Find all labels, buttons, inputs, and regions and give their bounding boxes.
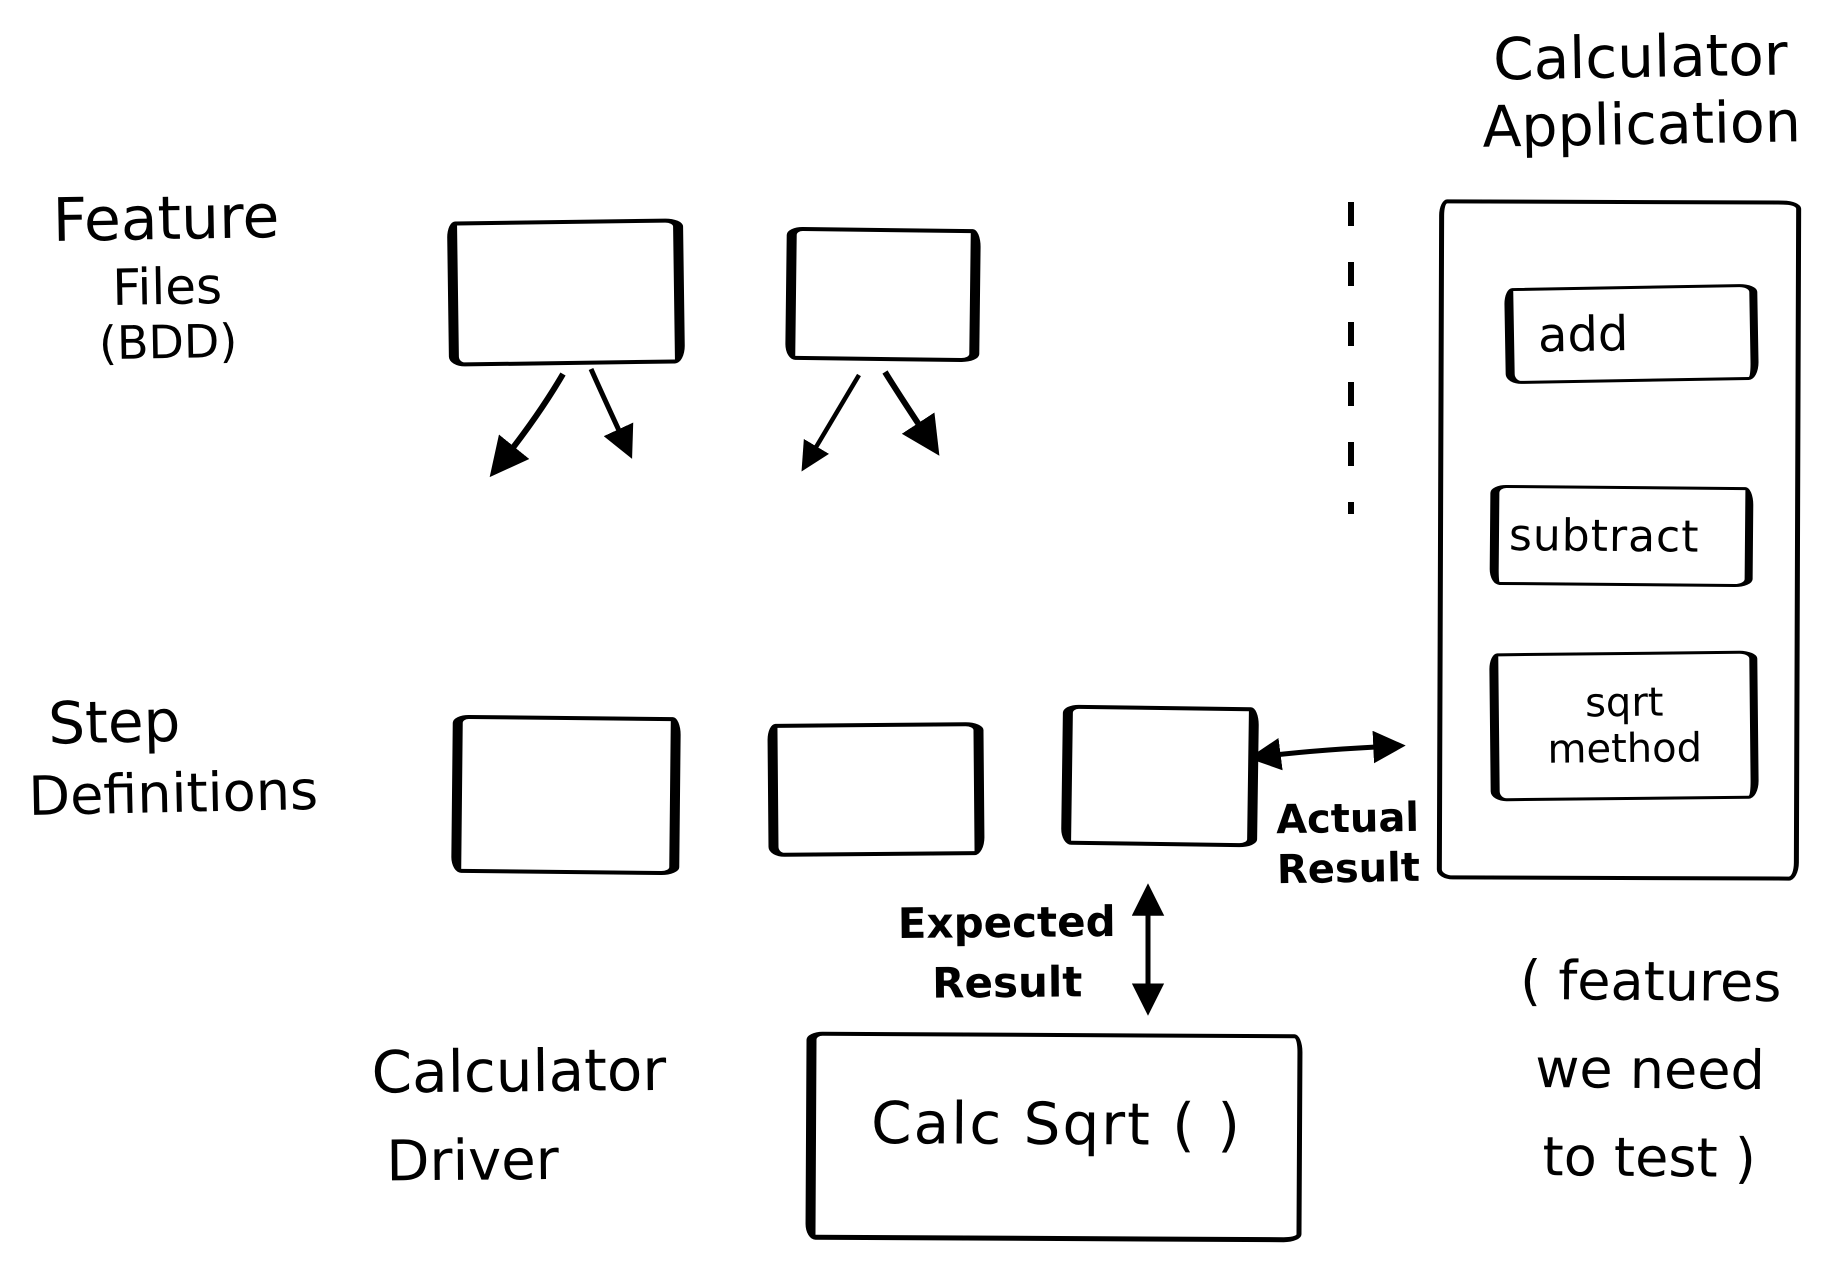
calculator-application-title: Calculator Application (1444, 20, 1838, 161)
feature-files-label: Feature Files (BDD) (30, 182, 303, 371)
features-note: ( features we need to test ) (1459, 936, 1841, 1203)
calculator-driver-label: Calculator Driver (371, 1035, 722, 1195)
feature-file-box-1 (446, 218, 686, 367)
step-definitions-line-1: Step (47, 686, 181, 758)
add-method-box: add (1504, 283, 1759, 385)
expected-result-line-2: Result (931, 957, 1083, 1008)
arrow-feature2-to-step-right (882, 370, 940, 456)
arrow-feature1-to-step-right (588, 367, 634, 459)
calculator-application-title-line-2: Application (1481, 89, 1802, 161)
calc-sqrt-driver-box: Calc Sqrt ( ) (805, 1031, 1303, 1243)
features-note-line-2: we need (1534, 1037, 1766, 1103)
step-definition-box-2 (767, 722, 985, 857)
subtract-method-box: subtract (1489, 484, 1754, 588)
actual-result-line-1: Actual (1275, 794, 1420, 844)
step-definition-box-1 (451, 714, 681, 876)
actual-result-line-2: Result (1276, 844, 1421, 894)
arrow-feature1-to-step-left (489, 372, 566, 478)
arrow-feature2-to-step-left (801, 373, 861, 472)
calculator-driver-line-2: Driver (386, 1127, 560, 1195)
subtract-method-label: subtract (1508, 509, 1700, 563)
calc-sqrt-label: Calc Sqrt ( ) (870, 1088, 1243, 1159)
feature-file-box-2 (785, 226, 981, 363)
feature-files-line-2: Files (111, 257, 223, 317)
add-method-label: add (1537, 306, 1629, 364)
features-note-line-1: ( features (1519, 948, 1782, 1015)
expected-result-line-1: Expected (897, 897, 1116, 948)
actual-result-arrow (1248, 730, 1406, 771)
features-note-line-3: to test ) (1542, 1125, 1757, 1190)
actual-result-label: Actual Result (1257, 794, 1439, 894)
sqrt-method-box: sqrt method (1489, 650, 1759, 802)
calculator-application-title-line-1: Calculator (1492, 20, 1789, 94)
step-definitions-line-2: Definitions (27, 758, 319, 828)
sqrt-method-label: sqrt method (1547, 679, 1703, 773)
feature-files-line-3: (BDD) (98, 313, 238, 371)
feature-files-line-1: Feature (52, 182, 280, 256)
expected-result-label: Expected Result (893, 897, 1122, 1008)
step-definitions-label: Step Definitions (0, 686, 346, 828)
calculator-driver-line-1: Calculator (371, 1035, 667, 1107)
step-definition-box-3 (1061, 704, 1259, 848)
